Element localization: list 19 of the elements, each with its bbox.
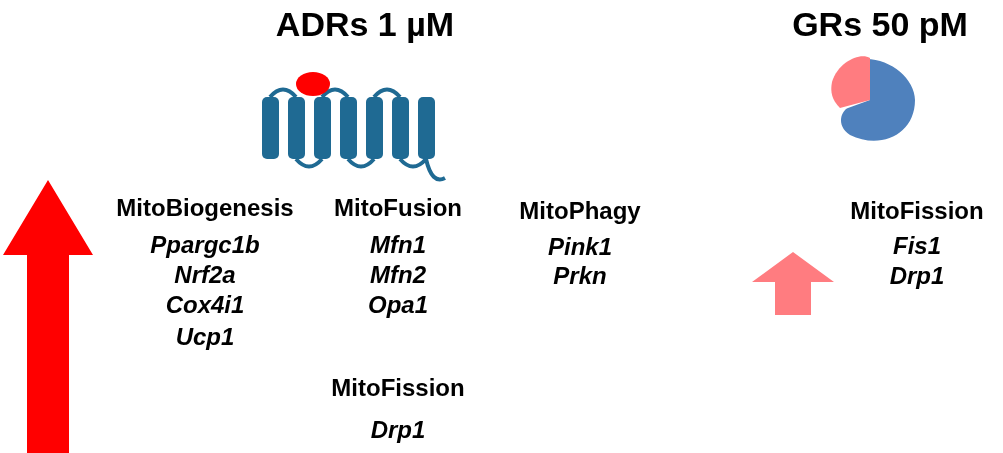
gene-name: Drp1 (889, 262, 945, 290)
gene-name: Pink1 (548, 233, 612, 261)
heading: ADRs 1 µM (275, 4, 455, 44)
gene-name: Mfn1 (370, 231, 426, 259)
gene-name: Fis1 (893, 232, 941, 260)
category-label: MitoPhagy (519, 197, 641, 225)
category-label: MitoFission (850, 197, 984, 225)
category-label: MitoFission (331, 374, 465, 402)
gene-name: Opa1 (368, 291, 428, 319)
heading: GRs 50 pM (792, 4, 968, 44)
gene-name: Nrf2a (174, 261, 236, 289)
gene-name: Prkn (553, 262, 607, 290)
gene-name: Ppargc1b (150, 231, 260, 259)
gene-name: Drp1 (370, 416, 426, 444)
category-label: MitoFusion (334, 194, 462, 222)
gene-name: Mfn2 (370, 261, 426, 289)
gene-name: Cox4i1 (165, 291, 245, 319)
gene-name: Ucp1 (175, 323, 235, 351)
category-label: MitoBiogenesis (116, 194, 294, 222)
